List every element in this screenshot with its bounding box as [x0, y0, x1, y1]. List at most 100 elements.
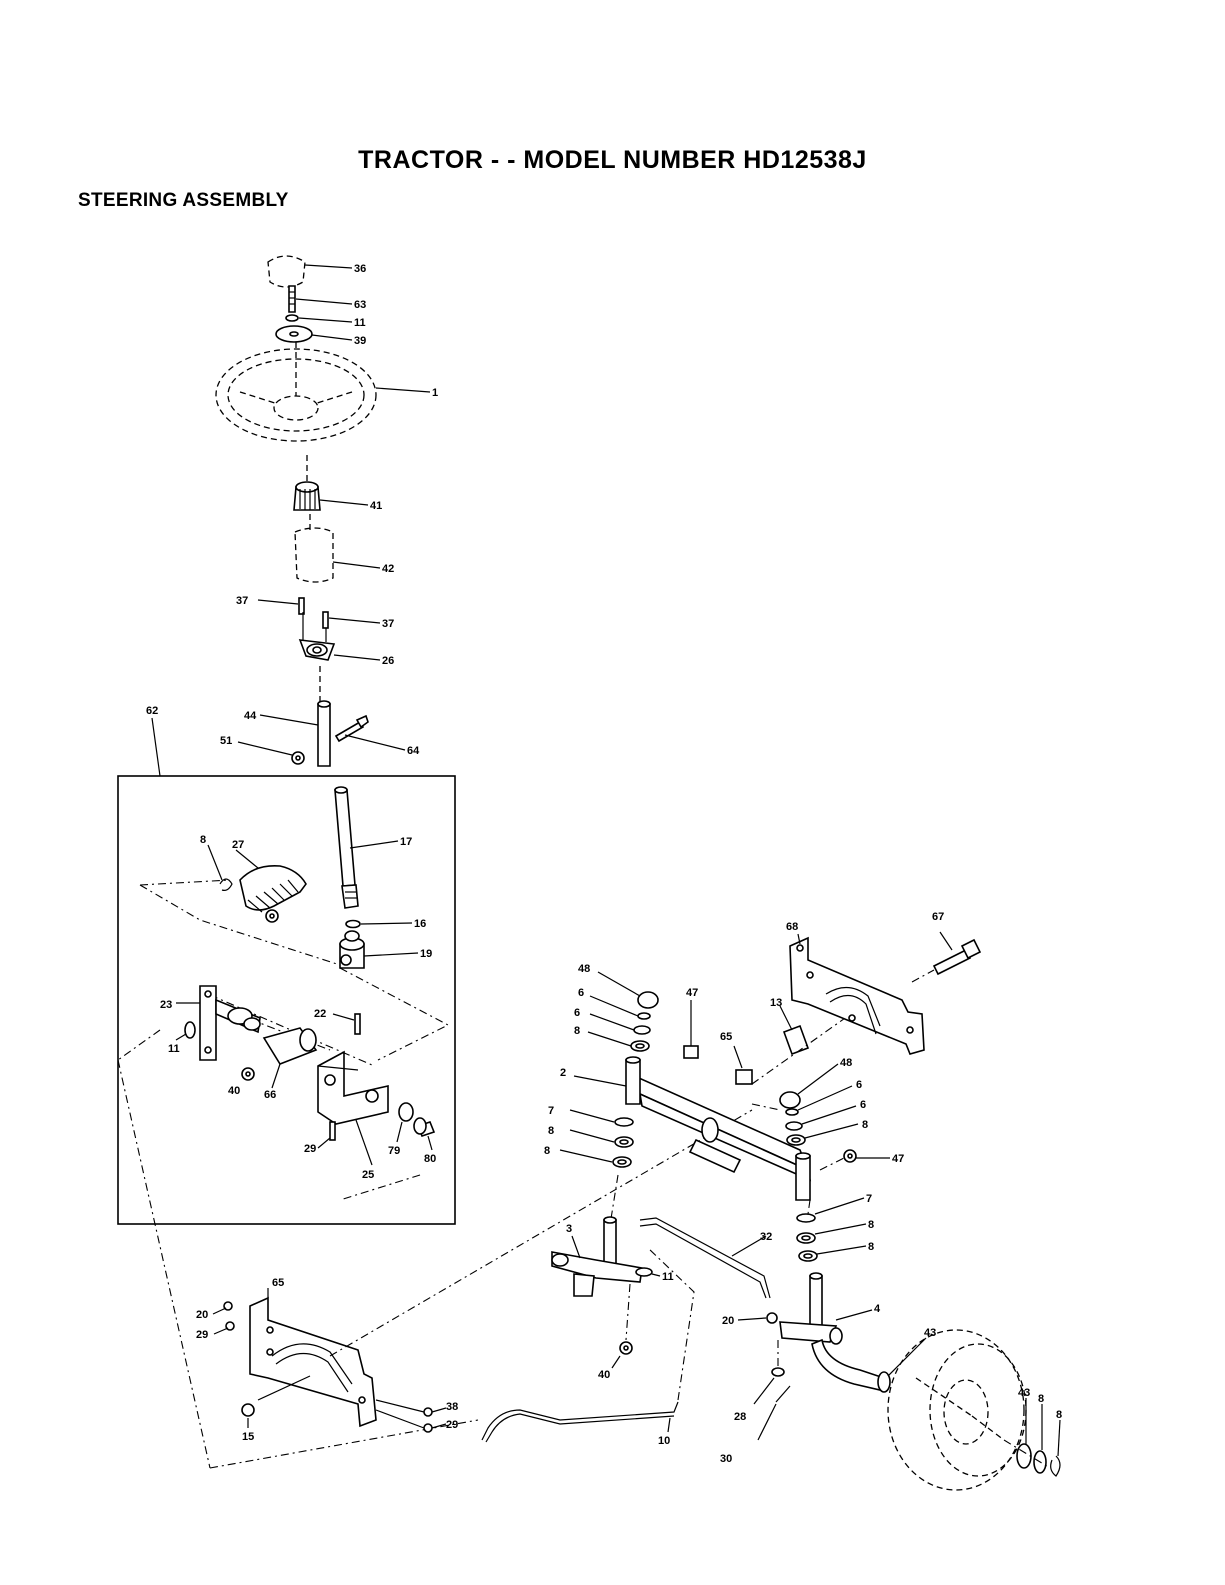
- bolt-right-part: [323, 612, 328, 628]
- spacer-13-part: [784, 1026, 808, 1054]
- washer-6b-right-part: [786, 1122, 802, 1130]
- callout-6b-left: 6: [574, 1007, 580, 1019]
- grease-fitting-47-part: [684, 1000, 698, 1058]
- callout-39: 39: [354, 335, 366, 347]
- callout-20-bracket: 20: [196, 1309, 208, 1321]
- drag-link-part: [482, 1402, 678, 1442]
- washer-16-part: [346, 921, 360, 928]
- washer-7-right-part: [797, 1214, 815, 1222]
- callout-8b-left: 8: [544, 1145, 550, 1157]
- callout-8-right: 8: [862, 1119, 868, 1131]
- callout-1: 1: [432, 387, 438, 399]
- callout-44: 44: [244, 710, 257, 722]
- bolt-20b-part: [767, 1313, 777, 1323]
- callout-65-spacer: 65: [720, 1031, 732, 1043]
- callout-8-box: 8: [200, 834, 206, 846]
- callout-48-left: 48: [578, 963, 590, 975]
- spacer-66-part: [264, 1028, 316, 1064]
- bolt-part: [289, 286, 295, 312]
- callout-36: 36: [354, 263, 366, 275]
- callout-6b-right: 6: [860, 1099, 866, 1111]
- callout-62: 62: [146, 705, 158, 717]
- callout-6a-right: 6: [856, 1079, 862, 1091]
- flange-part: [300, 612, 334, 660]
- mounting-bracket-part: [318, 1052, 388, 1124]
- callout-17: 17: [400, 836, 412, 848]
- washer-11-part: [185, 1022, 195, 1038]
- callout-66: 66: [264, 1089, 276, 1101]
- callout-15: 15: [242, 1431, 254, 1443]
- callout-43-axle: 43: [924, 1327, 936, 1339]
- callout-8-left: 8: [574, 1025, 580, 1037]
- callout-63: 63: [354, 299, 366, 311]
- callout-19: 19: [420, 948, 432, 960]
- callout-8a-wheel: 8: [1038, 1393, 1044, 1405]
- callout-37a: 37: [236, 595, 248, 607]
- front-axle-part: [630, 1074, 810, 1180]
- callout-32: 32: [760, 1231, 772, 1243]
- left-spindle-tube-part: [626, 1057, 640, 1104]
- nut-15-part: [242, 1404, 254, 1416]
- washer-6b-left-part: [634, 1026, 650, 1034]
- callout-13: 13: [770, 997, 782, 1009]
- washer-79-part: [399, 1103, 413, 1121]
- callout-43-wheel: 43: [1018, 1387, 1030, 1399]
- callout-25: 25: [362, 1169, 374, 1181]
- adapter-part: [294, 482, 320, 510]
- callout-29-box: 29: [304, 1143, 316, 1155]
- callout-11: 11: [354, 317, 366, 329]
- lock-washer-part: [286, 315, 298, 321]
- callout-10: 10: [658, 1435, 670, 1447]
- callout-16: 16: [414, 918, 426, 930]
- washer-7-left-part: [615, 1118, 633, 1126]
- washer-43b-part: [1017, 1444, 1031, 1468]
- cap-48-right-part: [780, 1092, 800, 1108]
- bolt-left-part: [299, 598, 304, 614]
- callout-79: 79: [388, 1145, 400, 1157]
- pin-30-part: [776, 1386, 790, 1402]
- callout-2: 2: [560, 1067, 566, 1079]
- right-spindle-tube-part: [796, 1153, 810, 1200]
- bolt-38-part: [424, 1408, 432, 1416]
- frame-bracket-right-part: [790, 938, 924, 1054]
- bolt-29c-part: [424, 1424, 432, 1432]
- callout-29-right: 29: [446, 1419, 458, 1431]
- spacer-65-part: [736, 1070, 752, 1084]
- callout-41: 41: [370, 500, 382, 512]
- tie-rod-part: [640, 1218, 770, 1298]
- callout-23: 23: [160, 999, 172, 1011]
- callout-8b-right: 8: [868, 1241, 874, 1253]
- front-wheel-part: [888, 1330, 1026, 1490]
- grease-fitting-47b-part: [844, 1150, 856, 1162]
- callout-47-left: 47: [686, 987, 698, 999]
- pinion-gear-part: [340, 931, 364, 968]
- callout-11-box: 11: [168, 1043, 180, 1055]
- callout-67: 67: [932, 911, 944, 923]
- cap-48-left-part: [638, 992, 658, 1008]
- washer-6a-left-part: [638, 1013, 650, 1019]
- bolt-67-part: [934, 940, 980, 974]
- callout-4: 4: [874, 1303, 881, 1315]
- washer-6a-right-part: [786, 1109, 798, 1115]
- cap-part: [268, 256, 305, 287]
- callout-6a-left: 6: [578, 987, 584, 999]
- retaining-ring-8b-part: [1051, 1456, 1060, 1476]
- bolt-29-part: [330, 1122, 335, 1140]
- callout-68: 68: [786, 921, 798, 933]
- callout-8b-wheel: 8: [1056, 1409, 1062, 1421]
- callout-64: 64: [407, 745, 420, 757]
- callout-65-bracket: 65: [272, 1277, 284, 1289]
- callout-26: 26: [382, 655, 394, 667]
- callout-8a-left: 8: [548, 1125, 554, 1137]
- callout-80: 80: [424, 1153, 436, 1165]
- callout-22: 22: [314, 1008, 326, 1020]
- callout-20-spindle: 20: [722, 1315, 734, 1327]
- washer-28-part: [772, 1368, 784, 1376]
- callout-47-right: 47: [892, 1153, 904, 1165]
- steering-wheel-part: [216, 342, 376, 441]
- callout-38: 38: [446, 1401, 458, 1413]
- right-spindle-part: [780, 1273, 884, 1390]
- callout-42: 42: [382, 563, 394, 575]
- callout-labels: 36 63 11 39 1 41 42 37 37 26 62 44 51 64…: [146, 263, 1062, 1465]
